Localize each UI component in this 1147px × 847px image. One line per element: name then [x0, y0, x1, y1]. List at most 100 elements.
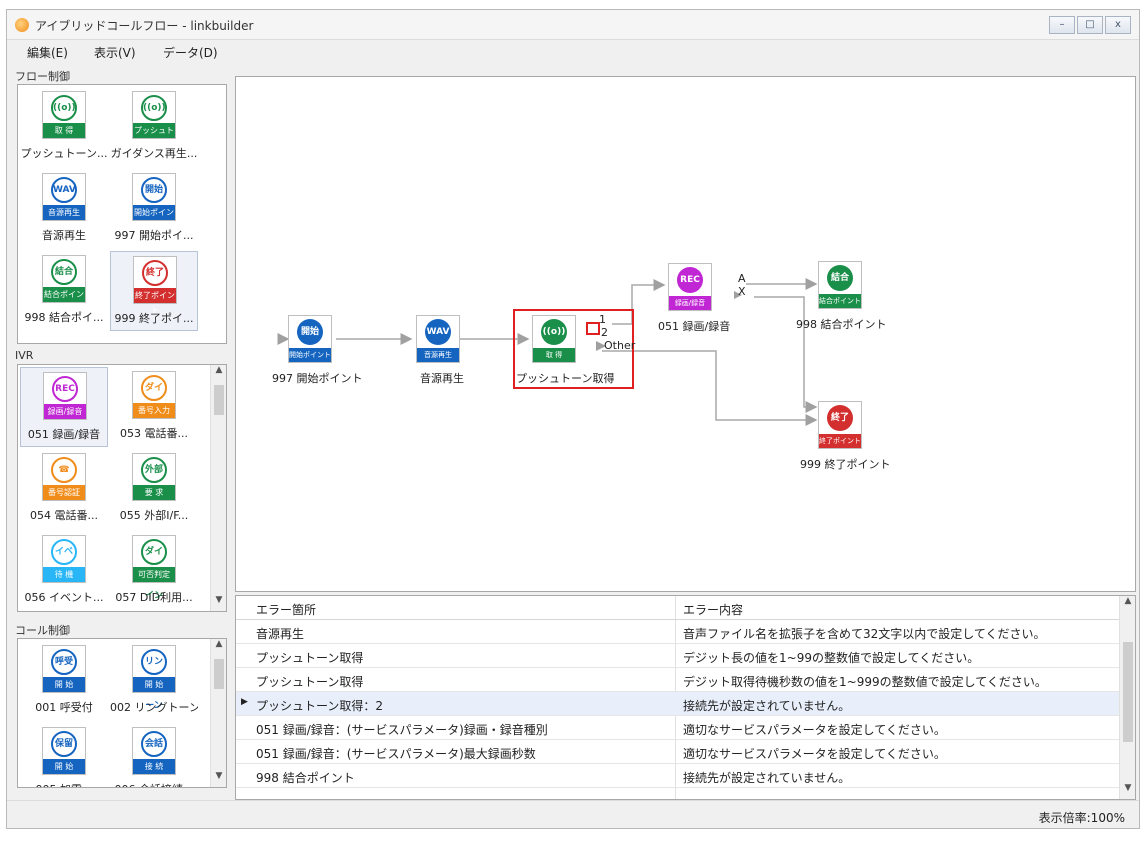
node-label: 999 終了ポイント — [800, 458, 891, 471]
scroll-up-icon[interactable]: ▲ — [215, 639, 223, 649]
palette-item[interactable]: ((o))プッシュトーン省略ガイダンス再生... — [110, 87, 198, 167]
node-band: 開始ポイント — [133, 205, 175, 232]
node-glyph-icon: WAV — [425, 319, 451, 345]
palette-item[interactable]: 会話接 続006 会話接続... — [110, 723, 198, 787]
node-band: 終了ポイント — [134, 288, 176, 315]
scroll-thumb[interactable] — [1123, 642, 1133, 742]
node-glyph-icon: REC — [52, 376, 78, 402]
table-row[interactable]: プッシュトーン取得デジット取得待機秒数の値を1~999の整数値で設定してください… — [236, 668, 1119, 692]
node-glyph-icon: イベント — [51, 539, 77, 579]
table-row[interactable]: 051 録画/録音：(サービスパラメータ)録画・録音種別適切なサービスパラメータ… — [236, 716, 1119, 740]
app-window: アイブリッドコールフロー - linkbuilder – □ x 編集(E) 表… — [6, 9, 1140, 829]
node-glyph-icon: 終了 — [827, 405, 853, 431]
connector — [612, 279, 666, 325]
node-band: 取 得 — [533, 348, 575, 362]
palette-item[interactable]: 外部I/F要 求 055 外部I/F... — [110, 449, 198, 529]
node-band: 開 始 — [133, 677, 175, 692]
palette-icon: ((o))取 得 — [42, 91, 86, 139]
palette-item-label: 055 外部I/F... — [119, 509, 189, 522]
column-header-message[interactable]: エラー内容 — [683, 603, 744, 617]
column-header-place[interactable]: エラー箇所 — [256, 603, 317, 617]
close-button[interactable]: x — [1105, 16, 1131, 34]
node-glyph-icon: REC — [677, 267, 703, 293]
scroll-thumb[interactable] — [214, 385, 224, 415]
minimize-button[interactable]: – — [1049, 16, 1075, 34]
palette-icon: 外部I/F要 求 — [132, 453, 176, 501]
node-band: 取 得 — [43, 123, 85, 138]
node-glyph-icon: 保留 — [51, 731, 77, 757]
node-glyph-icon: ダイヤルイン利用 — [141, 539, 167, 601]
error-message: 音声ファイル名を拡張子を含めて32文字以内で設定してください。 — [683, 627, 1046, 641]
node-band: 可否判定 — [133, 567, 175, 582]
scroll-up-icon[interactable]: ▲ — [1124, 596, 1132, 606]
flow-node[interactable]: 結合結合ポイント — [818, 261, 862, 309]
palette-item[interactable]: 保留開 始005 加電... — [20, 723, 108, 787]
palette-item-label: 005 加電... — [20, 781, 108, 787]
error-place: プッシュトーン取得 — [256, 675, 364, 689]
palette-item[interactable]: ((o))取 得プッシュトーン... — [20, 87, 108, 167]
palette-item-label: プッシュトーン... — [20, 147, 108, 160]
menu-edit[interactable]: 編集(E) — [27, 46, 68, 60]
node-glyph-icon: ((o)) — [141, 95, 167, 121]
port-label[interactable]: 2 — [601, 326, 608, 339]
port-arrow — [734, 291, 742, 299]
table-row[interactable]: プッシュトーン取得デジット長の値を1~99の整数値で設定してください。 — [236, 644, 1119, 668]
palette-panel: フロー制御 ((o))取 得プッシュトーン... ((o))プッシュトーン省略ガ… — [7, 64, 233, 798]
palette-item-label: 056 イベント... — [24, 591, 104, 604]
node-label: 音源再生 — [420, 372, 464, 385]
scroll-up-icon[interactable]: ▲ — [215, 365, 223, 375]
palette-item-label: 999 終了ポイ... — [114, 312, 194, 325]
flow-node[interactable]: ((o)) 取 得 — [532, 315, 576, 363]
table-row[interactable]: 051 録画/録音：(サービスパラメータ)最大録画秒数 適切なサービスパラメータを… — [236, 740, 1119, 764]
scroll-down-icon[interactable]: ▼ — [215, 595, 223, 605]
error-message: 接続先が設定されていません。 — [683, 771, 851, 785]
port-label: A — [738, 272, 746, 285]
palette-item[interactable]: ダイヤル番号入力053 電話番... — [110, 367, 198, 447]
node-glyph-icon: ☎ — [51, 457, 77, 483]
maximize-button[interactable]: □ — [1077, 16, 1103, 34]
node-band: 接 続 — [133, 759, 175, 774]
node-band: 結合ポイント — [43, 287, 85, 314]
menu-view[interactable]: 表示(V) — [94, 46, 136, 60]
error-message: 適切なサービスパラメータを設定してください。 — [683, 723, 946, 737]
table-row[interactable]: 998 結合ポイント接続先が設定されていません。 — [236, 764, 1119, 788]
zoom-level: 表示倍率:100% — [1038, 811, 1125, 825]
connector — [754, 296, 818, 413]
app-icon — [15, 18, 29, 32]
error-message: デジット長の値を1~99の整数値で設定してください。 — [683, 651, 980, 665]
flow-node[interactable]: 開始開始ポイント — [288, 315, 332, 363]
menu-data[interactable]: データ(D) — [163, 46, 218, 60]
node-glyph-icon: 呼受付 — [51, 649, 77, 689]
palette-icon: ☎番号認証 — [42, 453, 86, 501]
ivr-scrollbar[interactable]: ▲ ▼ — [210, 365, 226, 611]
node-band: 開始ポイント — [289, 348, 331, 362]
table-row[interactable]: 音源再生音声ファイル名を拡張子を含めて32文字以内で設定してください。 — [236, 620, 1119, 644]
scroll-down-icon[interactable]: ▼ — [1124, 783, 1132, 793]
palette-item[interactable]: ダイヤルイン利用可否判定057 DID利用... — [110, 531, 198, 611]
row-pointer-icon: ▶ — [241, 697, 248, 707]
scroll-thumb[interactable] — [214, 659, 224, 689]
error-list-scrollbar[interactable]: ▲ ▼ — [1119, 596, 1135, 799]
error-place: 051 録画/録音：(サービスパラメータ)最大録画秒数 — [256, 747, 536, 761]
connector-layer — [277, 278, 818, 426]
call-scrollbar[interactable]: ▲ ▼ — [210, 639, 226, 787]
error-message: 適切なサービスパラメータを設定してください。 — [683, 747, 946, 761]
flow-node[interactable]: 終了終了ポイント — [818, 401, 862, 449]
node-glyph-icon: ((o)) — [541, 319, 567, 345]
scroll-down-icon[interactable]: ▼ — [215, 771, 223, 781]
